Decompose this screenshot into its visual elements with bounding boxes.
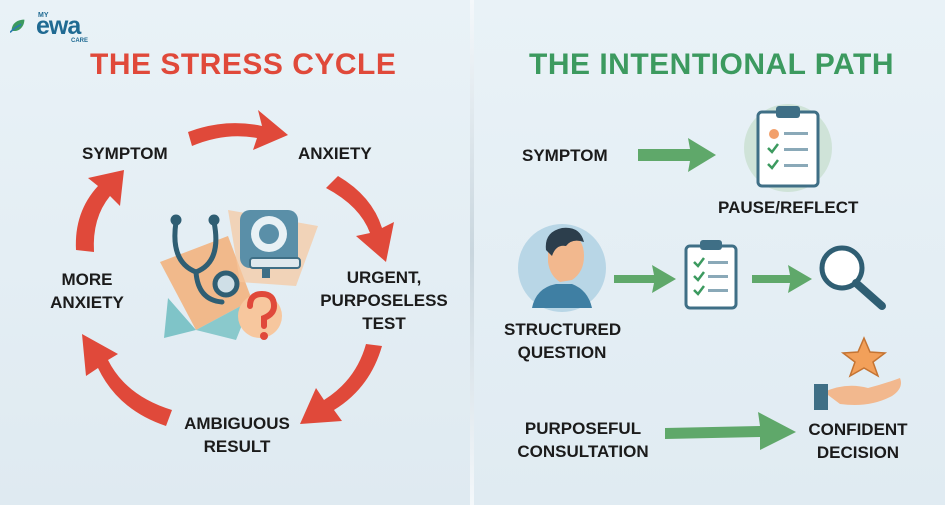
cycle-step-more-anxiety-line-1: MORE	[61, 270, 113, 289]
logo-wordmark: ewa	[36, 12, 81, 40]
path-step-symptom: SYMPTOM	[522, 146, 608, 165]
center-illustration	[160, 210, 318, 340]
cycle-arrow-anxiety-to-test	[326, 176, 394, 262]
path-step-confident-line-1: CONFIDENT	[808, 420, 908, 439]
leaf-logo-icon	[10, 19, 25, 33]
stethoscope-icon	[170, 214, 240, 305]
path-step-confident-line-2: DECISION	[816, 443, 900, 462]
cycle-step-symptom: SYMPTOM	[82, 144, 168, 163]
path-step-pause-reflect: PAUSE/REFLECT	[718, 198, 859, 217]
path-step-purposeful-consultation: PURPOSEFUL CONSULTATION	[508, 417, 658, 463]
path-arrow-symptom-to-pause	[638, 138, 716, 172]
clipboard-checklist-icon	[744, 104, 832, 192]
cycle-step-urgent-line-1: URGENT,	[346, 268, 422, 287]
path-step-purposeful-line-2: CONSULTATION	[517, 442, 649, 461]
path-step-purposeful-line-1: PURPOSEFUL	[524, 419, 642, 438]
intentional-path-title: THE INTENTIONAL PATH	[529, 48, 894, 81]
cycle-step-urgent-line-2: PURPOSELESS	[320, 291, 448, 310]
hand-star-icon	[814, 336, 901, 410]
cycle-step-ambiguous-line-2: RESULT	[203, 437, 271, 456]
cycle-step-more-anxiety-line-2: ANXIETY	[50, 293, 124, 312]
person-profile-icon	[518, 224, 606, 312]
cycle-arrow-test-to-result	[300, 344, 382, 424]
cycle-step-urgent-line-3: TEST	[362, 314, 406, 333]
cycle-arrows	[75, 110, 394, 426]
brand-logo: MY ewa CARE	[8, 6, 98, 46]
logo-care-text: CARE	[71, 38, 89, 44]
path-step-structured-line-1: STRUCTURED	[504, 320, 622, 339]
cycle-step-ambiguous-line-1: AMBIGUOUS	[184, 414, 290, 433]
cycle-step-more-anxiety: MORE ANXIETY	[38, 268, 136, 314]
question-mark-icon	[238, 290, 282, 340]
path-arrow-question-to-checklist	[614, 265, 676, 293]
path-step-confident-decision: CONFIDENT DECISION	[800, 418, 916, 464]
stress-cycle-panel	[0, 0, 470, 505]
path-arrow-checklist-to-search	[752, 265, 812, 293]
cycle-step-urgent-test: URGENT, PURPOSELESS TEST	[316, 266, 452, 335]
cycle-arrow-more-anxiety-to-symptom	[75, 170, 124, 252]
path-step-structured-question: STRUCTURED QUESTION	[504, 318, 622, 364]
cycle-step-ambiguous-result: AMBIGUOUS RESULT	[178, 412, 296, 458]
cycle-arrow-symptom-to-anxiety	[188, 110, 288, 150]
panel-divider	[470, 0, 474, 505]
magnifying-glass-icon	[819, 245, 886, 310]
logo-my-text: MY	[38, 12, 49, 19]
path-arrows	[614, 138, 812, 450]
cycle-arrow-result-to-more-anxiety	[82, 334, 172, 426]
path-step-structured-line-2: QUESTION	[517, 343, 607, 362]
cycle-step-anxiety: ANXIETY	[298, 144, 372, 163]
clipboard-checklist-icon	[684, 240, 738, 310]
mri-scanner-icon	[240, 210, 301, 278]
path-arrow-consultation-to-decision	[665, 412, 796, 450]
stress-cycle-title: THE STRESS CYCLE	[90, 48, 397, 81]
